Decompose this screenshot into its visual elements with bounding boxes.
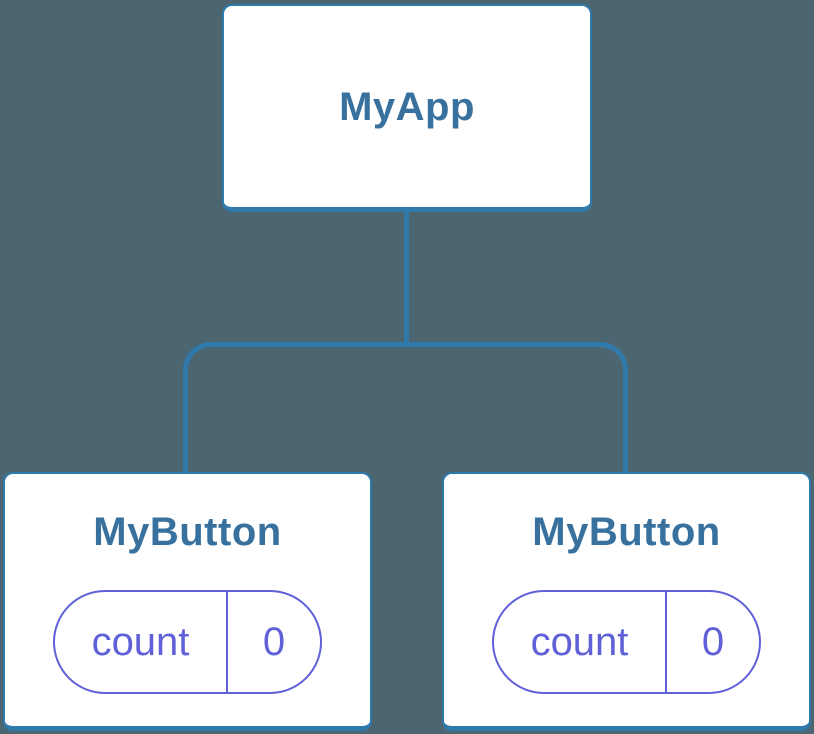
state-pill-right: count 0 bbox=[492, 590, 761, 694]
node-mybutton-left-label: MyButton bbox=[93, 510, 282, 554]
connector-stem bbox=[404, 212, 409, 345]
state-value-left: 0 bbox=[262, 619, 286, 664]
node-myapp: MyApp bbox=[222, 4, 592, 212]
node-mybutton-right: MyButton count 0 bbox=[442, 472, 811, 731]
node-mybutton-left: MyButton count 0 bbox=[3, 472, 372, 731]
state-pill-left: count 0 bbox=[53, 590, 322, 694]
node-myapp-label: MyApp bbox=[339, 84, 475, 129]
node-mybutton-right-label: MyButton bbox=[532, 510, 721, 554]
state-key-left: count bbox=[55, 592, 228, 692]
connector-branch bbox=[183, 342, 628, 472]
state-value-right: 0 bbox=[701, 619, 725, 664]
state-key-right: count bbox=[494, 592, 667, 692]
